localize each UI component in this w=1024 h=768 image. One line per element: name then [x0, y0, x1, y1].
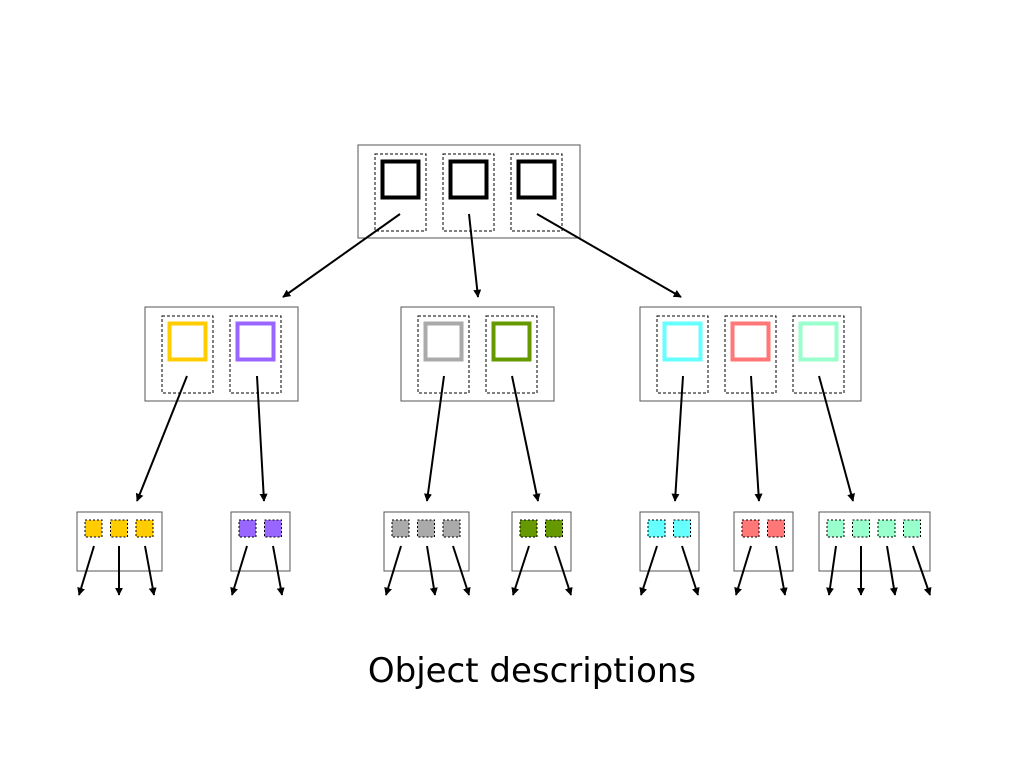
edge-leaf-out-10	[554, 545, 573, 596]
edge-leaf-out-7	[426, 545, 438, 596]
leaf-node-5-box	[639, 511, 700, 572]
edges-layer	[77, 213, 932, 596]
level2-node-3-square-cyan	[662, 321, 703, 362]
edge-node1-to-leaf-1	[135, 375, 188, 502]
level2-node-1-box	[144, 306, 299, 402]
edge-leaf-out-3	[144, 545, 157, 596]
edge-leaf-out-13	[734, 545, 752, 596]
edge-node3-to-leaf-5	[671, 375, 684, 502]
leaf-node-7-box	[818, 511, 931, 572]
leaf-node-1-cell-yellow	[135, 519, 154, 538]
edge-root-to-node-1	[282, 213, 401, 298]
level2-node-3-square-mint	[798, 321, 839, 362]
leaf-node-6-cell-salmon	[741, 519, 760, 538]
level2-node-3-slot-1	[724, 315, 777, 394]
edge-root-to-node-2	[468, 213, 482, 298]
edge-leaf-out-5	[272, 545, 285, 596]
level2-node-2-box	[400, 306, 555, 402]
edge-leaf-out-6	[384, 545, 402, 596]
level2-node-3-square-salmon	[730, 321, 771, 362]
edge-root-to-node-3	[536, 213, 682, 298]
edge-leaf-out-17	[886, 545, 898, 596]
edge-leaf-out-14	[775, 545, 788, 596]
edge-leaf-out-9	[511, 545, 530, 596]
level2-node-3-box	[639, 306, 862, 402]
edge-node3-to-leaf-7	[818, 375, 855, 502]
edge-leaf-out-11	[639, 545, 658, 596]
edge-leaf-out-15	[826, 545, 837, 596]
edge-leaf-out-12	[681, 545, 700, 596]
root-node-slot-1	[442, 153, 495, 232]
leaf-node-3-box	[383, 511, 470, 572]
leaf-node-5-cell-cyan	[673, 519, 691, 538]
leaf-node-3-cell-gray	[391, 519, 410, 538]
leaf-node-4-box	[511, 511, 572, 572]
level2-node-2-square-olive	[491, 321, 532, 362]
root-node-slot-0	[374, 153, 427, 232]
level2-node-2-slot-1	[485, 315, 538, 394]
leaf-node-7-cell-mint	[903, 519, 921, 538]
level2-node-3-slot-2	[792, 315, 845, 394]
leaf-node-7-cell-mint	[826, 519, 845, 538]
level2-node-2-square-gray	[423, 321, 464, 362]
nodes-layer	[76, 144, 931, 572]
root-node-slot-2	[510, 153, 563, 232]
leaf-node-4-cell-olive	[545, 519, 563, 538]
edge-node2-to-leaf-4	[511, 375, 541, 502]
edge-node2-to-leaf-3	[424, 375, 445, 502]
level2-node-1-square-yellow	[167, 321, 208, 362]
leaf-node-3-cell-gray	[442, 519, 461, 538]
leaf-node-7-cell-mint	[877, 519, 896, 538]
root-node-square-root	[516, 159, 557, 200]
root-node-square-root	[448, 159, 489, 200]
root-node-square-root	[380, 159, 421, 200]
leaf-node-6-cell-salmon	[767, 519, 785, 538]
diagram-caption: Object descriptions	[367, 651, 697, 691]
leaf-node-1-cell-yellow	[110, 519, 128, 538]
leaf-node-2-cell-purple	[264, 519, 282, 538]
level2-node-1-slot-1	[229, 315, 282, 394]
level2-node-1-slot-0	[161, 315, 214, 394]
leaf-node-7-cell-mint	[852, 519, 870, 538]
edge-node1-to-leaf-2	[256, 375, 268, 502]
leaf-node-5-cell-cyan	[647, 519, 666, 538]
level2-node-3-slot-0	[656, 315, 709, 394]
edge-leaf-out-18	[912, 545, 932, 596]
edge-leaf-out-1	[77, 545, 95, 596]
leaf-node-1-cell-yellow	[84, 519, 103, 538]
level2-node-1-square-purple	[235, 321, 276, 362]
root-node-box	[357, 144, 581, 239]
leaf-node-2-box	[230, 511, 291, 572]
edge-leaf-out-4	[230, 545, 248, 596]
level2-node-2-slot-0	[417, 315, 470, 394]
leaf-node-2-cell-purple	[238, 519, 257, 538]
leaf-node-3-cell-gray	[417, 519, 435, 538]
leaf-node-4-cell-olive	[519, 519, 538, 538]
leaf-node-6-box	[733, 511, 794, 572]
edge-leaf-out-8	[452, 545, 471, 596]
edge-node3-to-leaf-6	[750, 375, 763, 502]
